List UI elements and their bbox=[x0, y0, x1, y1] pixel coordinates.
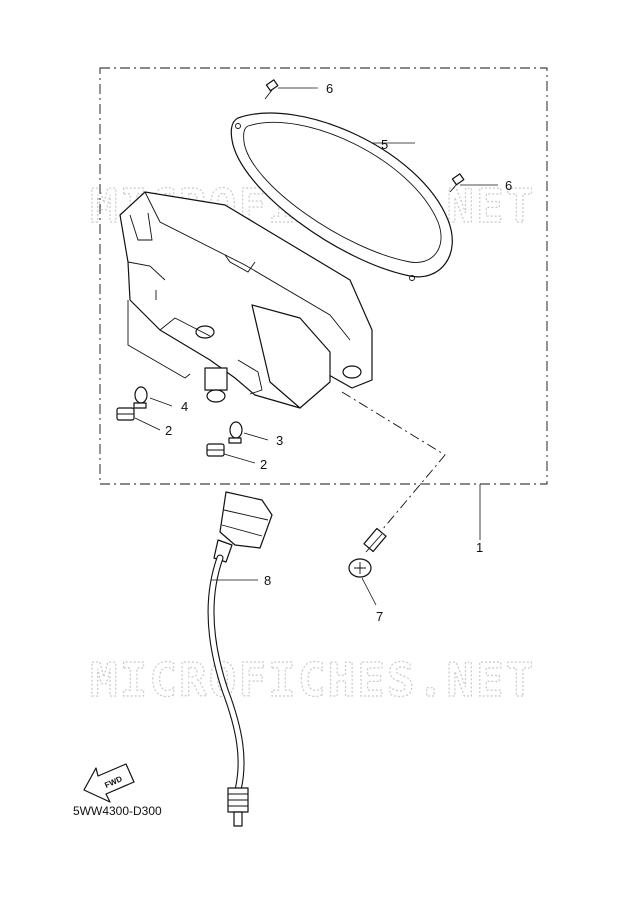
socket-left[interactable] bbox=[116, 407, 135, 421]
callout-3: 3 bbox=[276, 433, 283, 448]
screw-top[interactable] bbox=[264, 79, 279, 100]
callout-1: 1 bbox=[476, 540, 483, 555]
fwd-arrow: FWD bbox=[83, 763, 135, 803]
bulb-right[interactable] bbox=[228, 421, 243, 444]
bulb-left[interactable] bbox=[133, 386, 148, 409]
screw-right[interactable] bbox=[449, 173, 465, 193]
callout-2-right: 2 bbox=[260, 457, 267, 472]
diagram-code: 5WW4300-D300 bbox=[73, 804, 162, 818]
watermark-bottom: MICROFICHES.NET bbox=[90, 653, 535, 707]
screw-7[interactable] bbox=[348, 527, 387, 578]
callout-6-right: 6 bbox=[505, 178, 512, 193]
callout-2-left: 2 bbox=[165, 423, 172, 438]
meter-case[interactable] bbox=[119, 191, 373, 409]
callout-6-top: 6 bbox=[326, 81, 333, 96]
bezel-ring[interactable] bbox=[230, 112, 453, 281]
assembly-frame bbox=[99, 67, 548, 485]
speedometer-cable[interactable] bbox=[207, 491, 273, 827]
socket-right[interactable] bbox=[206, 443, 225, 457]
assembly-line bbox=[341, 391, 446, 531]
callout-5: 5 bbox=[381, 137, 388, 152]
callout-7: 7 bbox=[376, 609, 383, 624]
callout-8: 8 bbox=[264, 573, 271, 588]
callout-4: 4 bbox=[181, 399, 188, 414]
